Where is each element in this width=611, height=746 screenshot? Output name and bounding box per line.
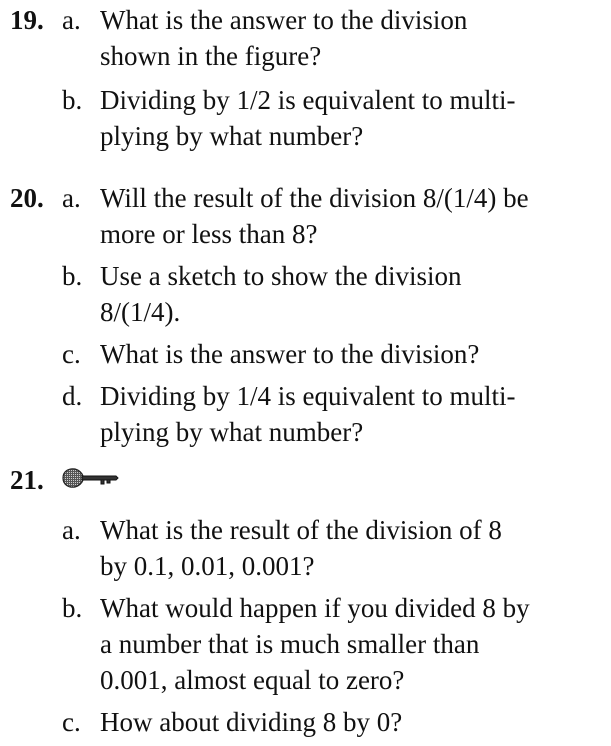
text-line: What would happen if you divided 8 by xyxy=(100,593,530,623)
text-line: more or less than 8? xyxy=(100,219,318,249)
text-line: Dividing by 1/4 is equivalent to multi- xyxy=(100,381,516,411)
text-line: Dividing by 1/2 is equivalent to multi- xyxy=(100,85,516,115)
problem-20-part-c: c. What is the answer to the division? xyxy=(0,336,611,372)
problem-21-part-b: b. What would happen if you divided 8 by… xyxy=(0,590,611,698)
problem-number: 19. xyxy=(10,5,44,35)
problem-number: 20. xyxy=(10,183,44,213)
text-line: Will the result of the division 8/(1/4) … xyxy=(100,183,529,213)
text-line: shown in the figure? xyxy=(100,41,322,71)
text-line: 0.001, almost equal to zero? xyxy=(100,665,405,695)
problem-21-part-c: c. How about dividing 8 by 0? xyxy=(0,704,611,740)
part-letter: a. xyxy=(62,183,81,213)
problem-number: 21. xyxy=(10,465,44,495)
text-line: a number that is much smaller than xyxy=(100,629,480,659)
text-line: Use a sketch to show the division xyxy=(100,261,462,291)
part-letter: c. xyxy=(62,707,81,737)
part-letter: b. xyxy=(62,85,83,115)
part-letter: a. xyxy=(62,5,81,35)
part-letter: d. xyxy=(62,381,83,411)
problem-20: 20. a. Will the result of the division 8… xyxy=(0,180,611,450)
problem-19-part-b: b. Dividing by 1/2 is equivalent to mult… xyxy=(0,82,611,154)
text-line: How about dividing 8 by 0? xyxy=(100,707,403,737)
text-line: plying by what number? xyxy=(100,121,364,151)
problem-19: 19. a. What is the answer to the divisio… xyxy=(0,2,611,154)
part-letter: c. xyxy=(62,339,81,369)
text-line: What is the answer to the division? xyxy=(100,339,480,369)
problem-19-part-a: a. What is the answer to the division sh… xyxy=(0,2,611,74)
text-line: 8/(1/4). xyxy=(100,297,181,327)
key-icon xyxy=(62,468,119,488)
part-letter: b. xyxy=(62,593,83,623)
text-line: What is the answer to the division xyxy=(100,5,468,35)
problem-20-part-a: a. Will the result of the division 8/(1/… xyxy=(0,180,611,252)
part-letter: b. xyxy=(62,261,83,291)
part-letter: a. xyxy=(62,515,81,545)
problem-20-part-b: b. Use a sketch to show the division 8/(… xyxy=(0,258,611,330)
problem-21: 21. a. What is the result of the divisio… xyxy=(0,462,611,740)
problem-21-part-a: a. What is the result of the division of… xyxy=(0,512,611,584)
problem-20-part-d: d. Dividing by 1/4 is equivalent to mult… xyxy=(0,378,611,450)
text-line: by 0.1, 0.01, 0.001? xyxy=(100,551,315,581)
text-line: plying by what number? xyxy=(100,417,364,447)
text-line: What is the result of the division of 8 xyxy=(100,515,502,545)
